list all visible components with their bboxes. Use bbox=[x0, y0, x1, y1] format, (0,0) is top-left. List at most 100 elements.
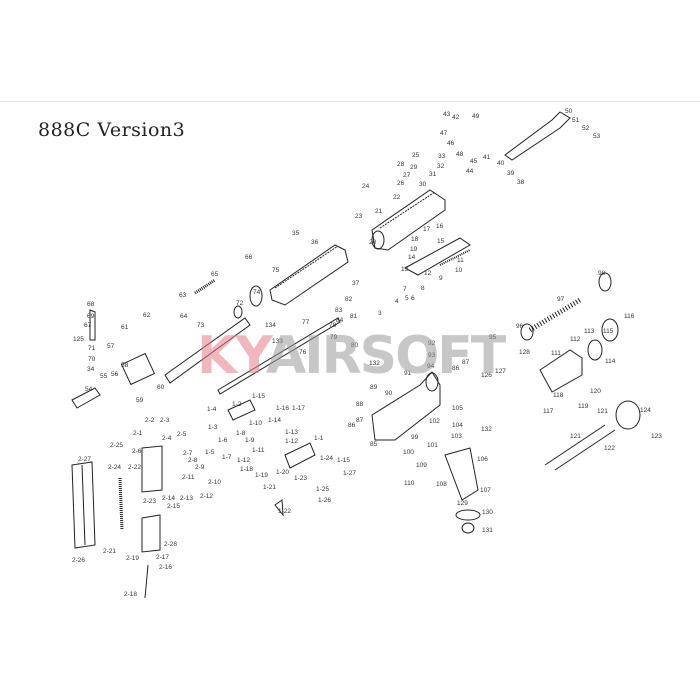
part-label: 1-12 bbox=[237, 457, 251, 464]
part-label: 85 bbox=[370, 441, 378, 448]
part-label: 42 bbox=[452, 114, 460, 121]
part-label: 74 bbox=[253, 289, 261, 296]
part-label: 1-17 bbox=[292, 405, 306, 412]
part-label: 1-26 bbox=[318, 497, 332, 504]
part-label: 37 bbox=[352, 280, 360, 287]
part-label: 20 bbox=[369, 239, 377, 246]
part-label: 55 bbox=[100, 373, 108, 380]
part-label: 60 bbox=[157, 384, 165, 391]
part-label: 90 bbox=[385, 390, 393, 397]
part-label: 83 bbox=[335, 307, 343, 314]
part-label: 2-14 bbox=[162, 495, 176, 502]
part-label: 41 bbox=[483, 154, 491, 161]
part-label: 27 bbox=[403, 172, 411, 179]
front-sight bbox=[89, 309, 96, 341]
part-label: 52 bbox=[582, 125, 590, 132]
part-label: 1-4 bbox=[207, 406, 217, 413]
part-label: 1-21 bbox=[263, 484, 277, 491]
part-label: 80 bbox=[351, 342, 359, 349]
part-label: 1-15 bbox=[252, 393, 266, 400]
pistol-grip bbox=[444, 447, 479, 501]
part-label: 1-13 bbox=[285, 429, 299, 436]
part-label: 32 bbox=[437, 163, 445, 170]
charging-handle bbox=[504, 111, 571, 161]
part-label: 100 bbox=[403, 449, 414, 456]
part-label: 97 bbox=[557, 296, 565, 303]
part-label: 48 bbox=[456, 151, 464, 158]
part-label: 118 bbox=[553, 392, 564, 399]
part-label: 1-27 bbox=[343, 470, 357, 477]
part-label: 56 bbox=[111, 371, 119, 378]
part-label: 4 bbox=[395, 298, 399, 305]
part-label: 91 bbox=[404, 370, 412, 377]
part-label: 26 bbox=[397, 180, 405, 187]
part-label: 23 bbox=[355, 213, 363, 220]
part-label: 54 bbox=[85, 386, 93, 393]
part-label: 16 bbox=[436, 223, 444, 230]
part-label: 70 bbox=[88, 356, 96, 363]
part-label: 81 bbox=[350, 313, 358, 320]
gas-block bbox=[120, 352, 156, 386]
part-label: 126 bbox=[481, 372, 492, 379]
part-label: 106 bbox=[477, 456, 488, 463]
part-label: 87 bbox=[356, 417, 364, 424]
part-label: 47 bbox=[440, 130, 448, 137]
part-label: 2-26 bbox=[72, 557, 86, 564]
part-label: 63 bbox=[179, 292, 187, 299]
part-label: 25 bbox=[412, 152, 420, 159]
part-label: 51 bbox=[572, 117, 580, 124]
part-label: 68 bbox=[87, 301, 95, 308]
part-label: 3 bbox=[378, 310, 382, 317]
part-label: 9 bbox=[439, 275, 443, 282]
lower-receiver bbox=[371, 371, 441, 441]
part-label: 1-1 bbox=[314, 435, 324, 442]
part-label: 1-22 bbox=[278, 508, 292, 515]
part-label: 33 bbox=[438, 153, 446, 160]
part-label: 78 bbox=[329, 322, 337, 329]
part-label: 110 bbox=[404, 480, 415, 487]
part-label: 88 bbox=[356, 401, 364, 408]
part-label: 127 bbox=[495, 368, 506, 375]
part-label: 120 bbox=[590, 388, 601, 395]
part-label: 1-19 bbox=[255, 472, 269, 479]
part-label: 49 bbox=[472, 113, 480, 120]
part-label: 109 bbox=[416, 462, 427, 469]
part-label: 105 bbox=[452, 405, 463, 412]
part-label: 82 bbox=[345, 296, 353, 303]
part-label: 59 bbox=[136, 397, 144, 404]
part-label: 69 bbox=[87, 313, 95, 320]
part-label: 132 bbox=[369, 360, 380, 367]
part-label: 24 bbox=[362, 183, 370, 190]
part-label: 2-21 bbox=[103, 548, 117, 555]
part-label: 39 bbox=[507, 170, 515, 177]
stock-endplate bbox=[615, 400, 641, 430]
part-label: 1-20 bbox=[276, 469, 290, 476]
part-label: 119 bbox=[578, 403, 589, 410]
part-label: 107 bbox=[480, 487, 491, 494]
part-label: 101 bbox=[427, 442, 438, 449]
trigger-group bbox=[227, 399, 316, 517]
part-label: 94 bbox=[427, 363, 435, 370]
part-label: 1-16 bbox=[276, 405, 290, 412]
flash-hider bbox=[71, 387, 101, 409]
part-label: 64 bbox=[180, 313, 188, 320]
bolt-carrier bbox=[403, 237, 471, 276]
part-label: 2-28 bbox=[164, 541, 178, 548]
part-label: 96 bbox=[516, 323, 524, 330]
part-label: 98 bbox=[598, 270, 606, 277]
part-label: 2-24 bbox=[108, 464, 122, 471]
part-label: 86 bbox=[452, 365, 460, 372]
part-label: 1-6 bbox=[218, 437, 228, 444]
part-label: 1-9 bbox=[245, 437, 255, 444]
part-label: 1-14 bbox=[268, 417, 282, 424]
buffer-tube bbox=[520, 272, 619, 393]
part-label: 111 bbox=[551, 350, 561, 357]
part-label: 75 bbox=[272, 267, 280, 274]
part-label: 44 bbox=[466, 168, 474, 175]
part-label: 2-15 bbox=[167, 503, 181, 510]
part-label: 2-27 bbox=[78, 456, 92, 463]
part-label: 46 bbox=[447, 140, 455, 147]
part-label: 18 bbox=[411, 236, 419, 243]
part-label: 62 bbox=[143, 312, 151, 319]
